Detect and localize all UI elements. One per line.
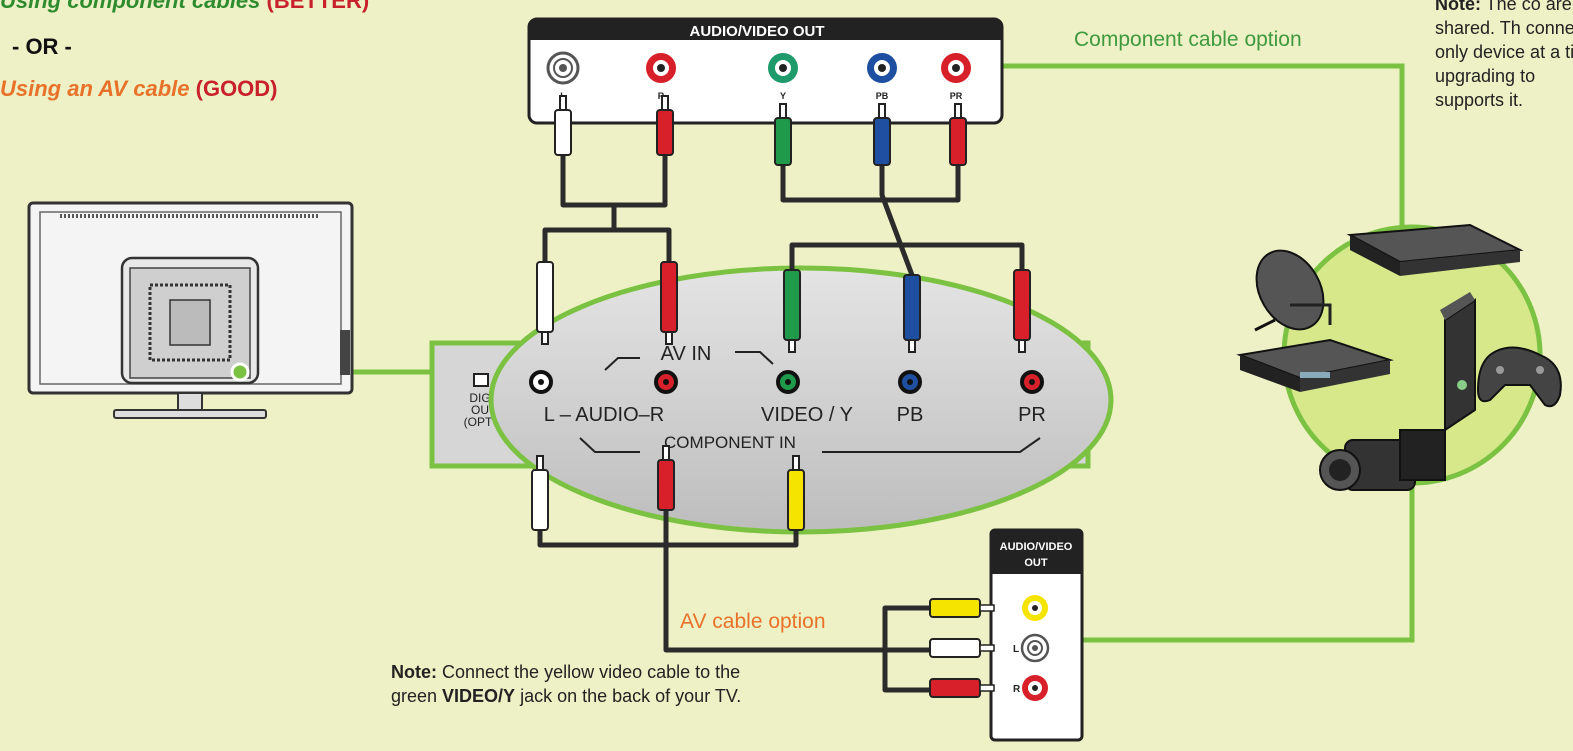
pr-label: PR bbox=[1018, 404, 1046, 426]
device-av-out-panel: AUDIO/VIDEO OUT L R Y PB PR bbox=[527, 17, 1004, 125]
device-panel-title: AUDIO/VIDEO OUT bbox=[689, 23, 824, 40]
component-in-label: COMPONENT IN bbox=[664, 433, 796, 452]
gamepad-icon bbox=[1476, 346, 1562, 408]
jack-label-y: Y bbox=[780, 91, 786, 101]
rca-plug-top-red bbox=[656, 95, 674, 156]
jack-label-pb: PB bbox=[876, 91, 889, 101]
rca-plug-top-blue bbox=[873, 103, 891, 166]
rca-plug-top-red-pr bbox=[949, 103, 967, 166]
av-box-jack-l: L bbox=[1013, 644, 1019, 655]
component-option-heading: Using component cables (BETTER) bbox=[0, 0, 369, 14]
jack-label-pr: PR bbox=[950, 91, 963, 101]
jack-y bbox=[768, 53, 798, 83]
bracket-lines bbox=[579, 351, 1041, 453]
tv-jack-zoom-oval bbox=[488, 265, 1114, 535]
jack-pr bbox=[941, 53, 971, 83]
rca-plug-tv-white bbox=[536, 261, 554, 345]
av-box-title-1: AUDIO/VIDEO bbox=[1000, 541, 1073, 553]
av-out-box: AUDIO/VIDEO OUT L R bbox=[989, 528, 1084, 742]
av-box-plugs bbox=[929, 598, 995, 698]
audio-label: L – AUDIO–R bbox=[544, 404, 664, 426]
digital-label-2: OU bbox=[471, 403, 489, 417]
right-note-bold: Note: bbox=[1435, 0, 1481, 14]
av-box-jack-r: R bbox=[1013, 684, 1021, 695]
camcorder-icon bbox=[1319, 429, 1446, 491]
av-in-label: AV IN bbox=[661, 343, 712, 365]
av-option-emphasis: Using an AV cable bbox=[0, 76, 190, 101]
av-cable-option-label: AV cable option bbox=[680, 610, 826, 633]
component-cable-option-label: Component cable option bbox=[1074, 28, 1302, 51]
component-option-prefix: Using bbox=[0, 0, 68, 13]
tv-jacks bbox=[529, 370, 1044, 394]
rca-plug-av-white bbox=[531, 455, 549, 531]
satellite-dish-icon bbox=[1254, 249, 1332, 332]
rca-plug-tv-red bbox=[660, 261, 678, 345]
video-y-label: VIDEO / Y bbox=[761, 404, 853, 426]
av-box-title-2: OUT bbox=[1024, 557, 1048, 569]
av-option-heading: Using an AV cable (GOOD) bbox=[0, 76, 278, 102]
right-note: Note: The co are shared. Th connect only… bbox=[1435, 0, 1573, 112]
rca-plug-top-green bbox=[774, 103, 792, 166]
rca-plug-tv-green bbox=[783, 269, 801, 353]
rca-plug-tv-blue bbox=[903, 274, 921, 353]
jack-l bbox=[546, 51, 580, 85]
rca-plug-av-yellow bbox=[787, 455, 805, 531]
bottom-note: Note: Connect the yellow video cable to … bbox=[391, 660, 771, 708]
component-option-quality: (BETTER) bbox=[266, 0, 370, 13]
cable-wires bbox=[537, 155, 1025, 693]
component-option-suffix: cables bbox=[185, 0, 261, 13]
pb-label: PB bbox=[897, 404, 924, 426]
bottom-note-bold: Note: bbox=[391, 662, 437, 682]
digital-label-1: DIG bbox=[469, 391, 490, 405]
right-note-text: The co are shared. Th connect only devic… bbox=[1435, 0, 1573, 110]
bottom-note-text2: jack on the back of your TV. bbox=[515, 686, 742, 706]
rca-plug-top-white bbox=[554, 95, 572, 156]
optical-port bbox=[473, 373, 489, 387]
cable-box-icon bbox=[1236, 338, 1394, 392]
rca-plug-av-red bbox=[657, 445, 675, 511]
rca-plug-tv-red-pr bbox=[1013, 269, 1031, 353]
av-option-quality: (GOOD) bbox=[195, 76, 278, 101]
bottom-note-text1: Connect the yellow video cable to the gr… bbox=[391, 662, 741, 706]
jack-pb bbox=[867, 53, 897, 83]
digital-label-3: (OPT bbox=[464, 415, 493, 429]
tv-icon bbox=[27, 201, 354, 419]
component-option-emphasis: component bbox=[67, 0, 186, 13]
bottom-note-bold2: VIDEO/Y bbox=[442, 686, 516, 706]
or-separator: - OR - bbox=[12, 34, 72, 59]
game-console-icon bbox=[1440, 292, 1476, 432]
dvd-player-icon bbox=[1346, 223, 1524, 276]
jack-r bbox=[646, 53, 676, 83]
